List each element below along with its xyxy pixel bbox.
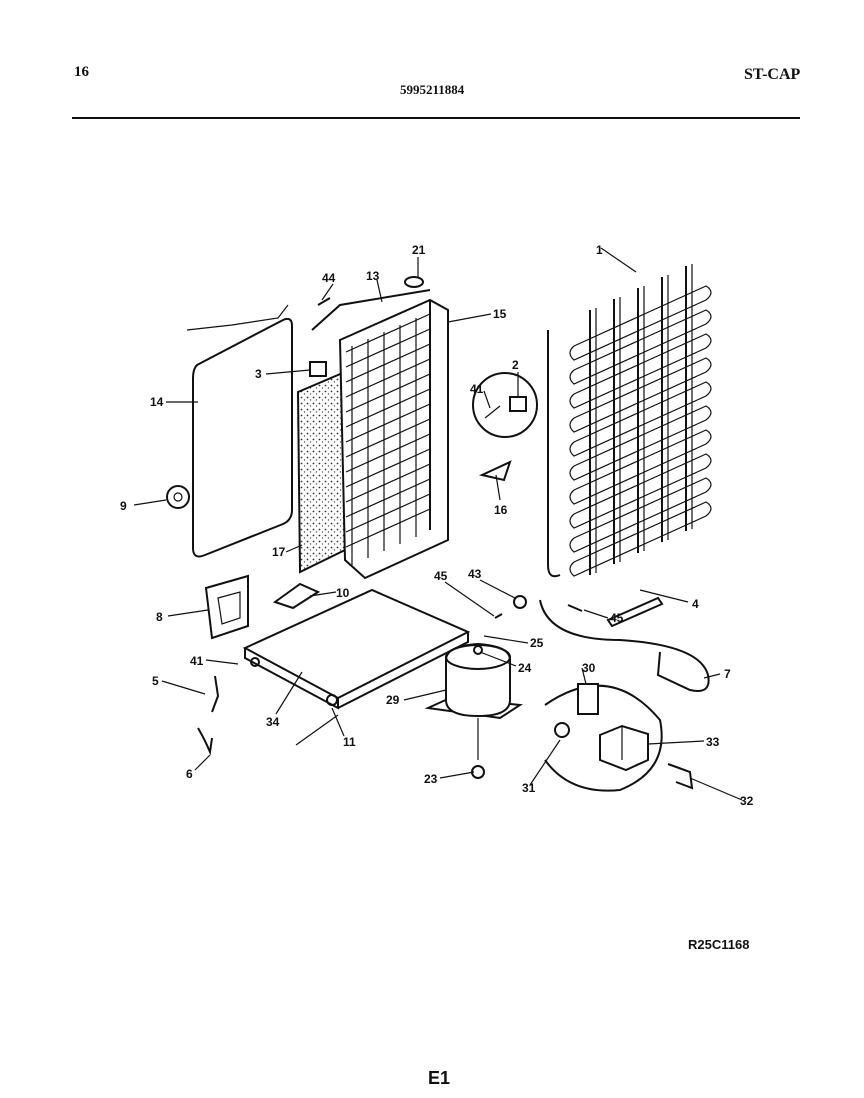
header-rule <box>72 117 800 119</box>
callout-34: 34 <box>266 715 280 729</box>
leader-lines <box>133 247 743 801</box>
callout-15: 15 <box>493 307 507 321</box>
callout-25: 25 <box>530 636 544 650</box>
part-number: 5995211884 <box>400 82 465 97</box>
callout-41-upper: 41 <box>470 382 484 396</box>
wire-part-upper <box>211 675 220 713</box>
callout-33: 33 <box>706 735 720 749</box>
callout-13: 13 <box>366 269 380 283</box>
callout-6: 6 <box>186 767 193 781</box>
filter-pad-part <box>296 370 346 574</box>
top-tube-part <box>311 276 431 331</box>
callout-17: 17 <box>272 545 286 559</box>
callout-30: 30 <box>582 661 596 675</box>
callout-5: 5 <box>152 674 159 688</box>
tube-bracket-part <box>478 460 512 482</box>
callout-3: 3 <box>255 367 262 381</box>
callout-11: 11 <box>343 735 356 749</box>
section-code: E1 <box>428 1068 451 1088</box>
base-plate-part <box>242 588 471 710</box>
callout-7: 7 <box>724 667 731 681</box>
wire-part-lower <box>197 727 213 756</box>
callout-2: 2 <box>512 358 519 372</box>
callout-8: 8 <box>156 610 163 624</box>
relay-part <box>599 724 649 772</box>
evaporator-part <box>338 298 449 580</box>
callout-44: 44 <box>322 271 336 285</box>
callout-10: 10 <box>336 586 350 600</box>
tube-line-part <box>539 599 710 692</box>
callout-4: 4 <box>692 597 699 611</box>
callout-29: 29 <box>386 693 400 707</box>
callout-1: 1 <box>596 243 603 257</box>
clip-part <box>272 582 321 610</box>
callout-9: 9 <box>120 499 127 513</box>
callout-labels: 1 21 13 44 15 2 3 41 14 9 16 17 45 43 10… <box>120 243 754 808</box>
callout-43: 43 <box>468 567 482 581</box>
callout-23: 23 <box>424 772 438 786</box>
screw-part <box>567 604 583 612</box>
callout-14: 14 <box>150 395 164 409</box>
page-number: 16 <box>74 64 89 80</box>
callout-21: 21 <box>412 243 426 257</box>
grommet-part <box>513 595 527 609</box>
bracket-part <box>309 361 327 377</box>
callout-16: 16 <box>494 503 508 517</box>
callout-41-lower: 41 <box>190 654 204 668</box>
relay-clip-part <box>667 763 694 790</box>
screw-part-small <box>494 613 503 619</box>
callout-45-left: 45 <box>434 569 448 583</box>
door-panel-part <box>166 304 293 558</box>
drier-part <box>606 596 664 628</box>
callout-24: 24 <box>518 661 532 675</box>
callout-45-right: 45 <box>610 611 624 625</box>
model-code: ST-CAP <box>744 66 801 83</box>
diagram-reference-code: R25C1168 <box>688 937 750 952</box>
condenser-coil-part <box>547 264 712 578</box>
callout-32: 32 <box>740 794 754 808</box>
detail-circle-lower <box>544 683 663 792</box>
drain-bracket-part <box>204 574 249 640</box>
compressor-part <box>424 642 523 760</box>
callout-31: 31 <box>522 781 536 795</box>
